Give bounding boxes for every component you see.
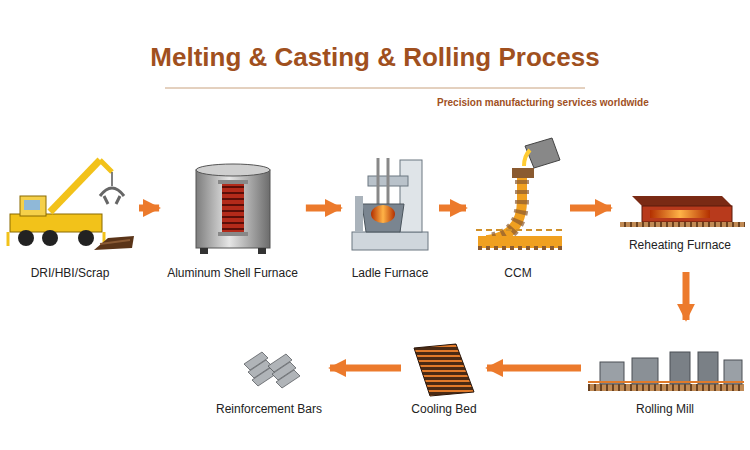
induction-furnace-figure: [196, 164, 270, 254]
step-label: Reinforcement Bars: [216, 402, 322, 416]
flow-arrow: [330, 365, 401, 372]
flow-arrow: [306, 205, 341, 212]
flow-arrow: [683, 272, 690, 320]
flow-arrow: [439, 205, 466, 212]
rolling-mill-figure: [588, 352, 744, 391]
continuous-caster-figure: [476, 138, 566, 248]
rebar-bundle-figure: [244, 352, 300, 388]
process-step: Rolling Mill: [585, 340, 745, 416]
tagline-label: Precision manufacturing services worldwi…: [437, 97, 649, 108]
step-label: DRI/HBI/Scrap: [31, 266, 110, 280]
ladle-furnace-figure: [352, 158, 428, 250]
flow-arrow: [570, 205, 611, 212]
process-step: Reinforcement Bars: [212, 340, 326, 416]
step-label: Reheating Furnace: [629, 238, 731, 252]
step-label: CCM: [504, 266, 531, 280]
flow-arrow: [487, 365, 581, 372]
cooling-bed-figure: [414, 344, 474, 396]
diagram-title: Melting & Casting & Rolling Process: [0, 42, 750, 73]
process-step: Reheating Furnace: [615, 186, 745, 252]
step-label: Ladle Furnace: [352, 266, 429, 280]
flow-arrow: [139, 205, 159, 212]
process-step: Cooling Bed: [405, 340, 483, 416]
process-step: CCM: [470, 136, 566, 280]
title-rule: [165, 88, 585, 89]
crane-figure: [8, 160, 134, 250]
process-step: Aluminum Shell Furnace: [163, 150, 302, 280]
process-step: Ladle Furnace: [345, 150, 435, 280]
reheating-furnace-figure: [620, 196, 745, 227]
step-label: Cooling Bed: [411, 402, 476, 416]
process-step: DRI/HBI/Scrap: [5, 150, 135, 280]
step-label: Rolling Mill: [636, 402, 694, 416]
step-label: Aluminum Shell Furnace: [167, 266, 298, 280]
